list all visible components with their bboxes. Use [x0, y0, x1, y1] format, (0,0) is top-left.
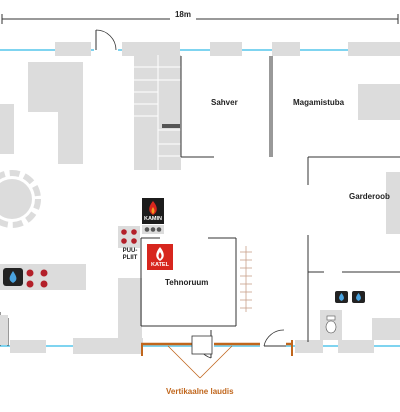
katel-label: KATEL	[151, 262, 169, 268]
katel-fire-icon	[147, 244, 173, 270]
bottom-wall	[0, 338, 400, 354]
bed	[358, 84, 400, 120]
annotation-leader	[167, 345, 233, 379]
bathroom-sink	[335, 291, 365, 303]
room-label-tehnoruum: Tehnoruum	[165, 278, 209, 287]
room-label-sahver: Sahver	[211, 98, 238, 107]
barn-door-left[interactable]	[191, 328, 214, 359]
puupliit-stove	[118, 226, 140, 248]
bathroom-fixtures	[320, 310, 400, 340]
kamin-burners	[142, 225, 164, 234]
room-label-magamistuba: Magamistuba	[293, 98, 345, 107]
stove-burners	[26, 269, 48, 288]
chimney-hatch	[240, 246, 252, 312]
kamin-label: KAMIN	[143, 216, 163, 222]
garden-door[interactable]	[260, 329, 286, 348]
interior-walls	[140, 56, 400, 342]
kitchen-sink	[3, 268, 23, 286]
entry-door[interactable]	[94, 29, 118, 52]
top-wall	[0, 42, 400, 56]
puupliit-label-line1: PUU-	[122, 248, 138, 254]
staircase	[134, 55, 181, 170]
kamin-fire-icon	[142, 198, 164, 224]
dimension-label: 18m	[175, 10, 191, 19]
dining-table	[0, 170, 41, 228]
room-label-garderoob: Garderoob	[349, 192, 390, 201]
dimension-line	[1, 14, 399, 24]
wardrobe-shelf	[386, 172, 400, 234]
puupliit-label-line2: PLIIT	[122, 255, 138, 261]
annotation-vertikaalne-laudis: Vertikaalne laudis	[166, 387, 234, 396]
